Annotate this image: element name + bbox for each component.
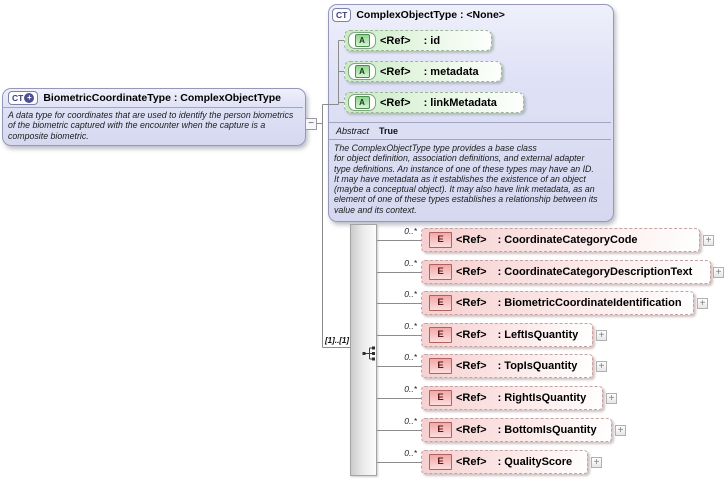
base-type-header: CT ComplexObjectType : <None> [332, 8, 505, 22]
element-name: : RightIsQuantity [497, 392, 587, 404]
element-name: : BottomIsQuantity [497, 424, 597, 436]
a-label: A [354, 34, 370, 47]
attribute-box-id[interactable]: A <Ref> : id [344, 30, 492, 51]
sequence-cardinality: [1]..[1] [325, 336, 349, 345]
derived-type-box[interactable] [2, 88, 306, 146]
cardinality-label: 0..* [404, 226, 417, 236]
expand-button[interactable]: + [703, 235, 714, 246]
attribute-box-linkMetadata[interactable]: A <Ref> : linkMetadata [344, 92, 524, 113]
base-type-description: The ComplexObjectType type provides a ba… [334, 143, 598, 215]
expand-button[interactable]: + [606, 393, 617, 404]
element-icon: E [429, 232, 452, 248]
attribute-ref-label: <Ref> [380, 96, 411, 109]
element-ref-label: <Ref> [456, 329, 487, 341]
element-ref-label: <Ref> [456, 234, 487, 246]
attribute-box-metadata[interactable]: A <Ref> : metadata [344, 61, 502, 82]
expand-button[interactable]: + [596, 330, 607, 341]
divider [3, 107, 303, 108]
element-box-RightIsQuantity[interactable]: E <Ref> : RightIsQuantity [421, 386, 603, 410]
ct-label: CT [336, 10, 348, 20]
element-icon: E [429, 422, 452, 438]
expand-button[interactable]: + [591, 457, 602, 468]
element-ref-label: <Ref> [456, 297, 487, 309]
attribute-name: : linkMetadata [423, 96, 497, 109]
element-box-TopIsQuantity[interactable]: E <Ref> : TopIsQuantity [421, 354, 593, 378]
expand-button[interactable]: + [697, 298, 708, 309]
element-icon: E [429, 264, 452, 280]
element-box-LeftIsQuantity[interactable]: E <Ref> : LeftIsQuantity [421, 323, 593, 347]
cardinality-label: 0..* [404, 416, 417, 426]
element-icon: E [429, 358, 452, 374]
attribute-ref-label: <Ref> [380, 65, 411, 78]
divider [329, 139, 611, 140]
ct-label: CT [12, 93, 24, 103]
element-box-QualityScore[interactable]: E <Ref> : QualityScore [421, 450, 588, 474]
attribute-ref-label: <Ref> [380, 34, 411, 47]
element-icon: E [429, 454, 452, 470]
element-name: : CoordinateCategoryCode [497, 234, 638, 246]
base-type-title: ComplexObjectType : <None> [356, 9, 505, 21]
sequence-icon [362, 346, 375, 361]
cardinality-label: 0..* [404, 384, 417, 394]
sequence-bar[interactable] [350, 224, 377, 476]
element-name: : LeftIsQuantity [497, 329, 579, 341]
derived-type-title: BiometricCoordinateType : ComplexObjectT… [43, 92, 281, 104]
cardinality-label: 0..* [404, 258, 417, 268]
element-ref-label: <Ref> [456, 266, 487, 278]
divider [329, 122, 611, 123]
expand-button[interactable]: + [615, 425, 626, 436]
cardinality-label: 0..* [404, 321, 417, 331]
element-ref-label: <Ref> [456, 456, 487, 468]
element-name: : TopIsQuantity [497, 360, 578, 372]
cardinality-label: 0..* [404, 289, 417, 299]
a-label: A [354, 65, 370, 78]
derived-type-description: A data type for coordinates that are use… [8, 110, 294, 141]
attribute-icon: A [348, 63, 376, 80]
attribute-name: : metadata [423, 65, 479, 78]
collapse-button[interactable]: − [305, 118, 317, 130]
attribute-icon: A [348, 32, 376, 49]
element-ref-label: <Ref> [456, 424, 487, 436]
element-icon: E [429, 295, 452, 311]
element-name: : CoordinateCategoryDescriptionText [497, 266, 693, 278]
complex-type-extension-icon: CT + [8, 91, 39, 105]
attribute-icon: A [348, 94, 376, 111]
element-box-CoordinateCategoryDescriptionText[interactable]: E <Ref> : CoordinateCategoryDescriptionT… [421, 260, 711, 284]
cardinality-label: 0..* [404, 352, 417, 362]
expand-button[interactable]: + [713, 267, 724, 278]
a-label: A [354, 96, 370, 109]
element-box-CoordinateCategoryCode[interactable]: E <Ref> : CoordinateCategoryCode [421, 228, 700, 252]
expand-button[interactable]: + [596, 361, 607, 372]
attribute-name: : id [423, 34, 441, 47]
plus-circle-icon: + [24, 93, 35, 103]
element-box-BottomIsQuantity[interactable]: E <Ref> : BottomIsQuantity [421, 418, 612, 442]
element-ref-label: <Ref> [456, 360, 487, 372]
element-icon: E [429, 327, 452, 343]
cardinality-label: 0..* [404, 448, 417, 458]
element-box-BiometricCoordinateIdentification[interactable]: E <Ref> : BiometricCoordinateIdentificat… [421, 291, 694, 315]
abstract-label: Abstract [336, 126, 370, 136]
complex-type-icon: CT [332, 8, 352, 22]
element-ref-label: <Ref> [456, 392, 487, 404]
element-name: : BiometricCoordinateIdentification [497, 297, 682, 309]
element-icon: E [429, 390, 452, 406]
derived-type-header: CT + BiometricCoordinateType : ComplexOb… [8, 91, 281, 105]
abstract-value: True [379, 126, 399, 136]
element-name: : QualityScore [497, 456, 573, 468]
